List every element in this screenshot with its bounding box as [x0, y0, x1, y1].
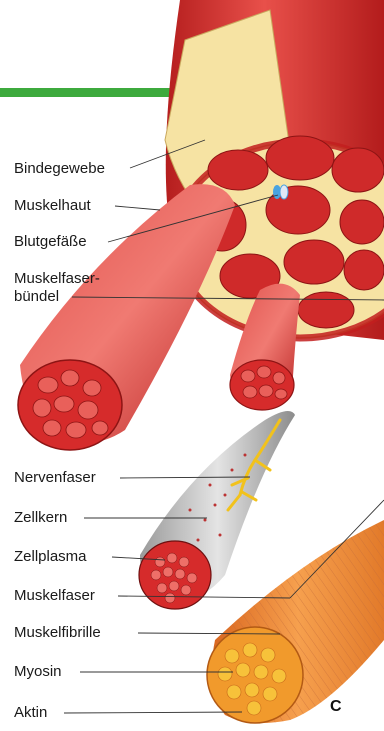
panel-letter: C — [330, 698, 342, 716]
label-muskelfaser: Muskelfaser — [14, 587, 95, 604]
label-bindegewebe: Bindegewebe — [14, 160, 105, 177]
muscle-fiber — [139, 411, 295, 609]
label-myosin: Myosin — [14, 663, 62, 680]
label-muskelfaserbuendel-line1: Muskelfaser- — [14, 270, 100, 287]
label-zellkern: Zellkern — [14, 509, 67, 526]
label-nervenfaser: Nervenfaser — [14, 469, 96, 486]
muscle-fiber-bundle-large — [18, 184, 235, 450]
label-zellplasma: Zellplasma — [14, 548, 87, 565]
muscle-fibril — [207, 520, 384, 723]
label-blutgefaesse: Blutgefäße — [14, 233, 87, 250]
label-muskelhaut: Muskelhaut — [14, 197, 91, 214]
label-aktin: Aktin — [14, 704, 47, 721]
label-muskelfibrille: Muskelfibrille — [14, 624, 101, 641]
label-muskelfaserbuendel-line2: bündel — [14, 288, 59, 305]
